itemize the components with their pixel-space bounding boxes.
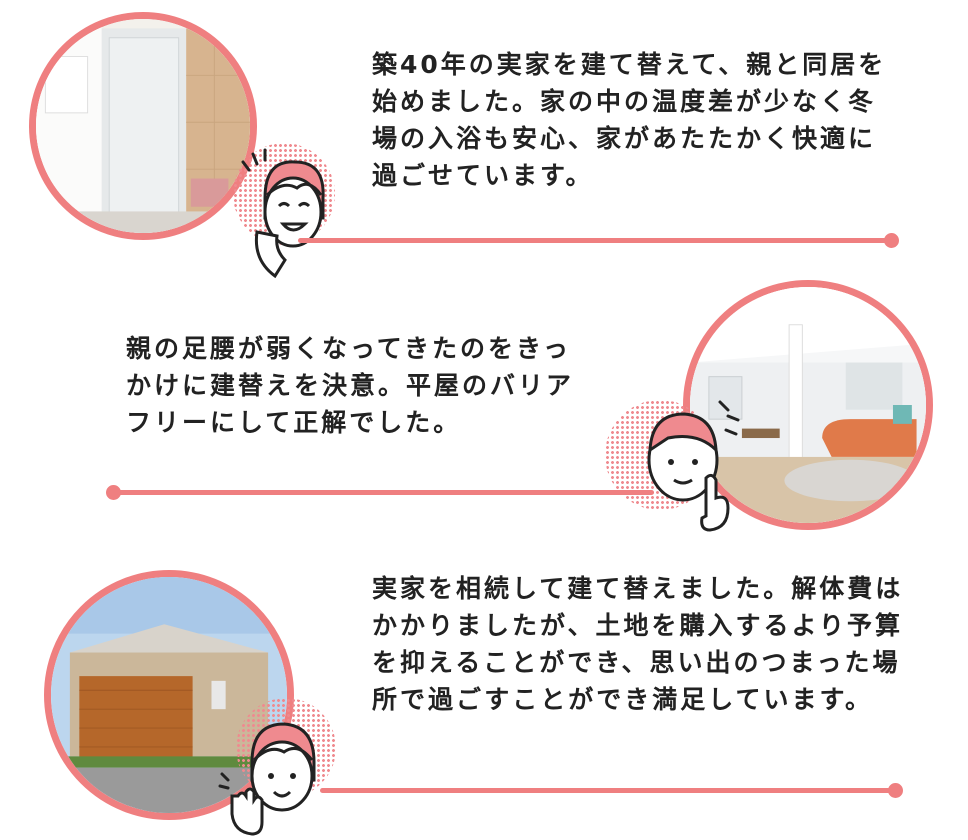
man-pointing-icon [647, 400, 740, 532]
divider-line [114, 490, 654, 495]
testimonial-1: 築40年の実家を建て替えて、親と同居を始めました。家の中の温度差が少なく冬場の入… [0, 0, 968, 280]
woman-waving-icon [218, 722, 316, 836]
bathroom-photo [29, 12, 257, 240]
divider-dot [884, 233, 899, 248]
testimonial-text: 築40年の実家を建て替えて、親と同居を始めました。家の中の温度差が少なく冬場の入… [372, 50, 887, 190]
testimonial-text: 実家を相続して建て替えました。解体費はかかりましたが、土地を購入するより予算を抑… [372, 574, 904, 714]
woman-smiling-icon [241, 148, 325, 279]
testimonial-2: 親の足腰が弱くなってきたのをきっかけに建替えを決意。平屋のバリアフリーにして正解… [0, 280, 968, 550]
divider-line [320, 788, 895, 793]
testimonial-text: 親の足腰が弱くなってきたのをきっかけに建替えを決意。平屋のバリアフリーにして正解… [126, 334, 575, 437]
testimonial-3: 実家を相続して建て替えました。解体費はかかりましたが、土地を購入するより予算を抑… [0, 550, 968, 839]
living-room-photo [683, 280, 933, 530]
divider-line [298, 238, 888, 243]
divider-dot [106, 485, 121, 500]
divider-dot [888, 783, 903, 798]
